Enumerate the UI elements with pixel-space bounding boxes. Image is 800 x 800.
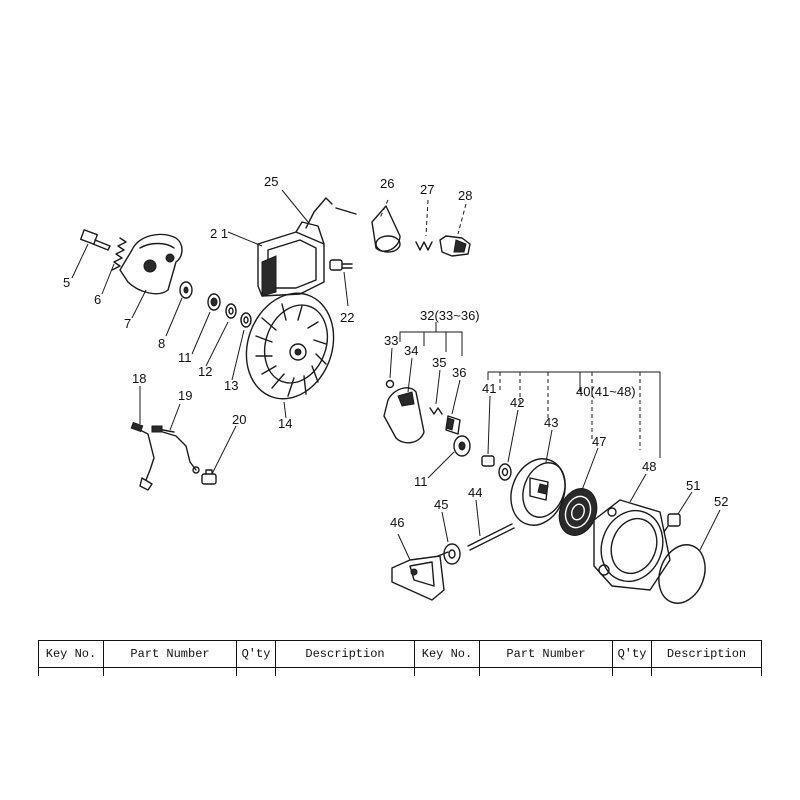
label-key-40: 40(41~48) xyxy=(576,384,636,399)
header-description-right: Description xyxy=(651,640,762,668)
label-key-20: 20 xyxy=(232,412,246,427)
header-key-no-right: Key No. xyxy=(414,640,480,668)
part-26-plug-cap xyxy=(371,205,401,253)
part-52-disc xyxy=(658,544,706,604)
part-27-spring xyxy=(415,241,433,251)
part-19-wire xyxy=(151,425,200,474)
part-7-clutch-shoe xyxy=(119,233,183,295)
label-key-11-upper: 11 xyxy=(178,350,192,365)
header-key-no-left: Key No. xyxy=(38,640,104,668)
label-key-44: 44 xyxy=(468,485,482,500)
part-51-bolt xyxy=(663,513,681,533)
part-44-shaft xyxy=(467,523,515,551)
part-48-starter-housing xyxy=(593,499,671,591)
label-key-13: 13 xyxy=(224,378,238,393)
label-key-52: 52 xyxy=(714,494,728,509)
header-qty-left: Q'ty xyxy=(236,640,276,668)
header-qty-right: Q'ty xyxy=(612,640,652,668)
label-key-41: 41 xyxy=(482,381,496,396)
label-key-14: 14 xyxy=(278,416,292,431)
label-key-43: 43 xyxy=(544,415,558,430)
label-key-36: 36 xyxy=(452,365,466,380)
label-key-12: 12 xyxy=(198,364,212,379)
label-key-26: 26 xyxy=(380,176,394,191)
label-key-25: 25 xyxy=(264,174,278,189)
label-key-45: 45 xyxy=(434,497,448,512)
part-33-clip xyxy=(385,379,395,389)
part-35-spring xyxy=(429,407,443,415)
part-13-washer xyxy=(240,312,252,328)
label-key-42: 42 xyxy=(510,395,524,410)
label-key-6: 6 xyxy=(94,292,101,307)
header-part-number-right: Part Number xyxy=(479,640,613,668)
label-key-18: 18 xyxy=(132,371,146,386)
label-key-46: 46 xyxy=(390,515,404,530)
part-18-wire xyxy=(130,421,155,491)
part-6-spring xyxy=(111,237,127,271)
part-20-screw xyxy=(201,469,217,485)
label-key-19: 19 xyxy=(178,388,192,403)
label-key-35: 35 xyxy=(432,355,446,370)
leader-lines xyxy=(71,189,721,561)
part-11-nut-upper xyxy=(207,293,221,311)
part-11-nut-lower xyxy=(453,435,471,457)
part-22-bolt xyxy=(329,259,353,271)
label-key-34: 34 xyxy=(404,343,418,358)
label-key-51: 51 xyxy=(686,478,700,493)
part-21-ignition-coil xyxy=(257,221,325,297)
part-41-screw xyxy=(481,455,495,467)
parts-table-header-row: Key No. Part Number Q'ty Description Key… xyxy=(38,640,762,668)
bracket-40 xyxy=(487,371,661,458)
part-8-washer xyxy=(179,281,193,299)
part-34-pawl-plate xyxy=(383,387,425,444)
part-14-flywheel xyxy=(245,292,335,400)
part-47-recoil-spring xyxy=(558,488,598,536)
parts-table: Key No. Part Number Q'ty Description Key… xyxy=(38,640,762,676)
part-43-recoil-reel xyxy=(510,458,566,526)
part-5-bolt xyxy=(80,229,111,251)
part-12-washer xyxy=(225,303,237,319)
label-key-7: 7 xyxy=(124,316,131,331)
header-description-left: Description xyxy=(275,640,415,668)
label-key-22: 22 xyxy=(340,310,354,325)
label-key-8: 8 xyxy=(158,336,165,351)
label-key-21: 2 1 xyxy=(210,226,228,241)
label-key-48: 48 xyxy=(642,459,656,474)
bracket-32 xyxy=(399,322,463,356)
part-46-starter-handle xyxy=(391,551,449,601)
label-key-28: 28 xyxy=(458,188,472,203)
label-key-27: 27 xyxy=(420,182,434,197)
label-key-5: 5 xyxy=(63,275,70,290)
table-row xyxy=(38,667,762,676)
part-45-cap xyxy=(443,543,461,565)
part-28-spark-plug xyxy=(439,235,471,257)
part-25-terminal xyxy=(305,197,357,229)
part-42-washer xyxy=(498,463,512,481)
label-key-33: 33 xyxy=(384,333,398,348)
part-36-pawl xyxy=(445,415,461,435)
header-part-number-left: Part Number xyxy=(103,640,237,668)
label-key-11-lower: 11 xyxy=(414,474,428,489)
label-key-47: 47 xyxy=(592,434,606,449)
label-key-32: 32(33~36) xyxy=(420,308,480,323)
